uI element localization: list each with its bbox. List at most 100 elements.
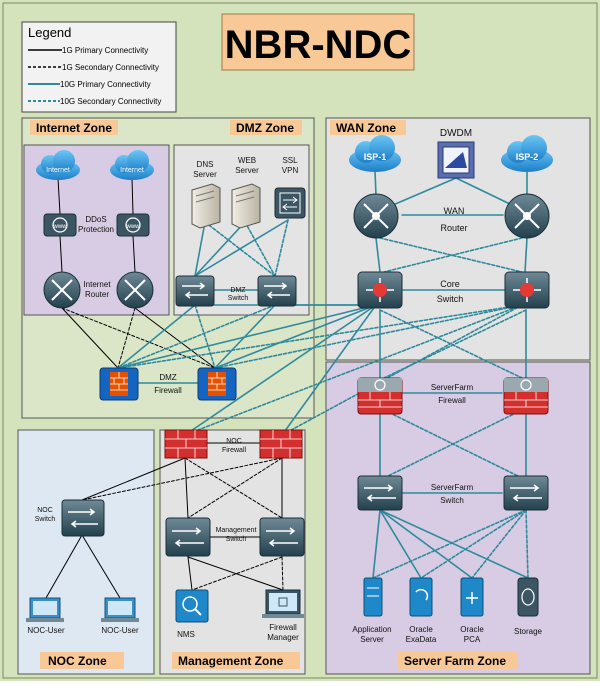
- isp-2-cloud-icon: [501, 135, 553, 172]
- firewall-manager-icon: [262, 589, 304, 618]
- ssl-label-line2: VPN: [282, 166, 299, 175]
- isp-2-label: ISP-2: [516, 152, 539, 162]
- core-switch-1-icon: [357, 271, 403, 309]
- core-switch-label-line2: Switch: [437, 294, 464, 304]
- legend-label-1g-secondary: 1G Secondary Connectivity: [62, 63, 159, 72]
- wan-router-1-icon: [353, 193, 399, 239]
- ddos-protection-1-icon: www: [43, 213, 77, 237]
- internet-zone-label-bg: [30, 120, 118, 135]
- internet-cloud-1-icon: [36, 150, 80, 180]
- wan-router-label-line2: Router: [440, 223, 467, 233]
- noc-user-1-label: NOC-User: [27, 626, 65, 635]
- dmz-switch-2-icon: [257, 275, 297, 307]
- web-label-line1: WEB: [238, 156, 256, 165]
- dmz-switch-label-line2: Switch: [228, 295, 249, 302]
- serverfarm-firewall-label-line2: Firewall: [438, 396, 466, 405]
- oracle-pca-icon: [460, 577, 484, 617]
- legend-box: [21, 21, 177, 113]
- oracle-pca-label-line1: Oracle: [460, 625, 484, 634]
- storage-label: Storage: [514, 627, 543, 636]
- ddos-label-line2: Protection: [78, 225, 114, 234]
- dwdm-icon: [437, 141, 475, 179]
- ddos-protection-2-icon: www: [116, 213, 150, 237]
- wan-zone-label: WAN Zone: [336, 121, 396, 135]
- isp-1-cloud-icon: [349, 135, 401, 172]
- noc-switch-label-line2: Switch: [35, 516, 56, 523]
- noc-firewall-label-line1: NOC: [226, 438, 242, 445]
- isp-1-label: ISP-1: [364, 152, 387, 162]
- noc-user-2-icon: [101, 597, 139, 622]
- nms-icon: [175, 589, 209, 623]
- management-switch-2-icon: [259, 517, 305, 557]
- internet-router-label-line1: Internet: [83, 280, 111, 289]
- serverfarm-firewall-1-icon: [357, 377, 403, 415]
- serverfarm-zone-label-bg: [398, 652, 518, 669]
- noc-firewall-label-line2: Firewall: [222, 447, 247, 454]
- oracle-exadata-label-line2: ExaData: [406, 635, 437, 644]
- legend-label-10g-secondary: 10G Secondary Connectivity: [60, 97, 161, 106]
- internet-zone-label: Internet Zone: [36, 121, 112, 135]
- serverfarm-zone-label: Server Farm Zone: [404, 654, 506, 668]
- management-zone-label-bg: [172, 652, 300, 669]
- oracle-exadata-label-line1: Oracle: [409, 625, 433, 634]
- legend-heading: Legend: [28, 25, 71, 40]
- management-switch-label-line1: Management: [216, 527, 257, 534]
- dmz-zone-label-bg: [230, 120, 302, 135]
- serverfarm-switch-label-line2: Switch: [440, 496, 464, 505]
- ssl-vpn-icon: [274, 187, 306, 219]
- application-server-label-line2: Server: [360, 635, 384, 644]
- noc-switch-label-line1: NOC: [37, 507, 53, 514]
- noc-firewall-2-icon: [259, 429, 303, 459]
- dns-label-line2: Server: [193, 170, 217, 179]
- noc-zone-label: NOC Zone: [48, 654, 107, 668]
- serverfarm-switch-1-icon: [357, 475, 403, 511]
- internet-router-2-icon: [116, 271, 154, 309]
- wan-zone-label-bg: [330, 120, 406, 135]
- management-switch-1-icon: [165, 517, 211, 557]
- firewall-manager-label-line2: Manager: [267, 633, 299, 642]
- core-switch-label-line1: Core: [440, 279, 460, 289]
- application-server-label-line1: Application: [352, 625, 391, 634]
- wan-router-label-line1: WAN: [444, 206, 465, 216]
- noc-zone-box: [17, 429, 155, 675]
- legend: Legend 1G Primary Connectivity 1G Second…: [21, 21, 177, 113]
- noc-switch-icon: [61, 499, 105, 537]
- dmz-firewall-label-line1: DMZ: [159, 373, 176, 382]
- dmz-zone-label: DMZ Zone: [236, 121, 294, 135]
- serverfarm-firewall-2-icon: [503, 377, 549, 415]
- dmz-switch-label-line1: DMZ: [230, 287, 246, 294]
- dmz-switch-1-icon: [175, 275, 215, 307]
- noc-user-2-label: NOC-User: [101, 626, 139, 635]
- legend-label-10g-primary: 10G Primary Connectivity: [60, 80, 151, 89]
- storage-icon: [517, 577, 539, 617]
- ddos-label-line1: DDoS: [85, 215, 106, 224]
- firewall-manager-label-line1: Firewall: [269, 623, 297, 632]
- wan-router-2-icon: [504, 193, 550, 239]
- web-server-icon: [231, 183, 261, 229]
- dmz-firewall-1-icon: [99, 367, 139, 401]
- internet-cloud-1-label: Internet: [46, 167, 70, 174]
- serverfarm-switch-2-icon: [503, 475, 549, 511]
- links: [45, 169, 529, 599]
- dmz-firewall-2-icon: [197, 367, 237, 401]
- dns-label-line1: DNS: [197, 160, 214, 169]
- dwdm-label: DWDM: [440, 128, 472, 139]
- ssl-label-line1: SSL: [282, 156, 298, 165]
- management-zone-label: Management Zone: [178, 654, 284, 668]
- dns-server-icon: [191, 183, 221, 229]
- svg-text:www: www: [126, 224, 141, 230]
- oracle-exadata-icon: [409, 577, 433, 617]
- internet-cloud-2-icon: [110, 150, 154, 180]
- noc-zone-label-bg: [40, 652, 124, 669]
- title-box: [221, 13, 415, 71]
- dmz-firewall-label-line2: Firewall: [154, 386, 182, 395]
- oracle-pca-label-line2: PCA: [464, 635, 481, 644]
- noc-firewall-1-icon: [164, 429, 208, 459]
- application-server-icon: [363, 577, 383, 617]
- serverfarm-switch-label-line1: ServerFarm: [431, 483, 474, 492]
- web-label-line2: Server: [235, 166, 259, 175]
- internet-cloud-2-label: Internet: [120, 167, 144, 174]
